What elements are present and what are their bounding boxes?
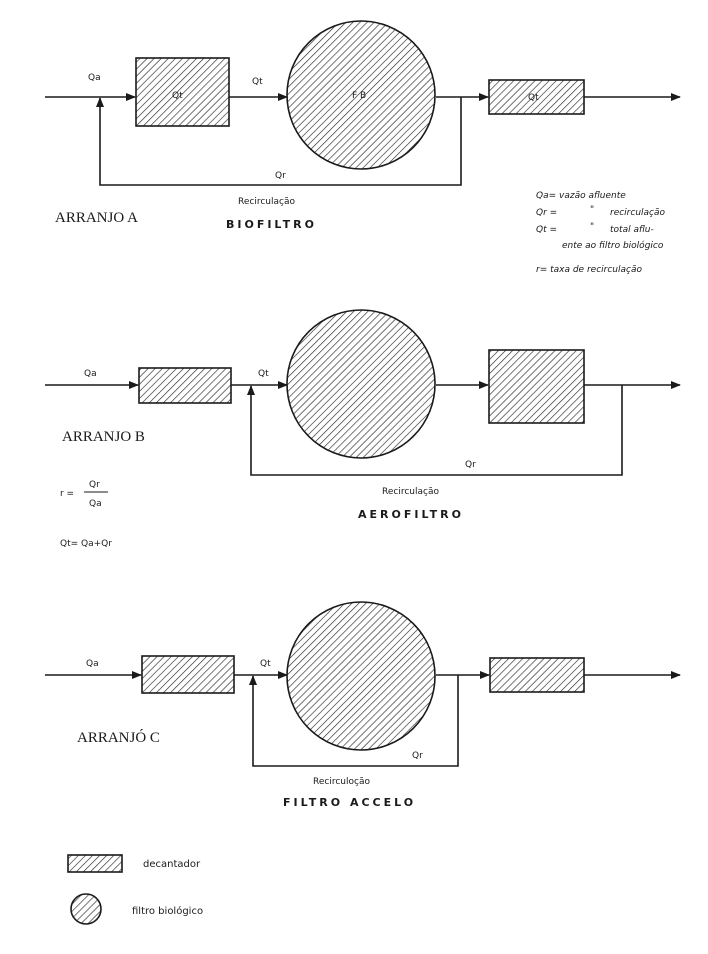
formula-numerator: Qr [89, 480, 100, 490]
process-title: BIOFILTRO [226, 218, 317, 231]
recirculation-label: Recirculação [382, 487, 439, 497]
filtro-biologico [287, 602, 435, 750]
note-qt-text: total aflu- [610, 225, 654, 235]
recirculation-label: Recirculoção [313, 777, 370, 787]
note-qt-ditto: " [590, 222, 594, 232]
arrangement-b: Qa Qt Qr Recirculação AEROFILTRO ARRANJO… [45, 310, 680, 521]
arrangement-c: Qa Qt Qr Recirculoção FILTRO ACCELO ARRA… [45, 602, 680, 809]
arrangement-name: ARRANJO A [55, 210, 138, 226]
qr-label: Qr [275, 171, 286, 181]
qr-label: Qr [412, 751, 423, 761]
qt-label: Qt [260, 659, 271, 669]
qt-label: Qt [252, 77, 263, 87]
box1-label: Qt [172, 91, 183, 101]
process-title: FILTRO ACCELO [283, 796, 416, 809]
note-qr-ditto: " [590, 205, 594, 215]
box2-label: Qt [528, 93, 539, 103]
note-qt-text2: ente ao filtro biológico [562, 240, 664, 251]
note-qt-sym: Qt = [536, 225, 557, 235]
qa-label: Qa [84, 369, 97, 379]
decantador-primario [142, 656, 234, 693]
decantador-secundario [490, 658, 584, 692]
legend-decantador: decantador [143, 859, 201, 870]
legend: decantador filtro biológico [68, 855, 203, 924]
hatched-circle-icon [71, 894, 101, 924]
decantador-secundario [489, 350, 584, 423]
note-qr-sym: Qr = [536, 208, 557, 218]
hatched-rectangle-icon [68, 855, 122, 872]
arrangement-name: ARRANJO B [62, 429, 145, 445]
circle-label: F B [352, 91, 366, 101]
note-qr-text: recirculação [610, 208, 666, 218]
qa-label: Qa [86, 659, 99, 669]
formula-denominator: Qa [89, 499, 102, 509]
qa-label: Qa [88, 73, 101, 83]
notes: Qa= vazão afluente Qr = " recirculação Q… [536, 191, 666, 275]
process-title: AEROFILTRO [358, 508, 464, 521]
arrangement-name: ARRANJÓ C [77, 729, 160, 746]
formula-qt: Qt= Qa+Qr [60, 539, 112, 549]
formula-r: r = [60, 489, 74, 499]
qr-label: Qr [465, 460, 476, 470]
qt-label: Qt [258, 369, 269, 379]
note-qa: Qa= vazão afluente [536, 191, 626, 201]
recirculation-label: Recirculação [238, 197, 295, 207]
note-r: r= taxa de recirculação [536, 265, 642, 275]
formula: r = Qr Qa Qt= Qa+Qr [60, 480, 112, 549]
legend-filtro: filtro biológico [132, 905, 203, 917]
decantador-primario [139, 368, 231, 403]
filtro-biologico [287, 310, 435, 458]
